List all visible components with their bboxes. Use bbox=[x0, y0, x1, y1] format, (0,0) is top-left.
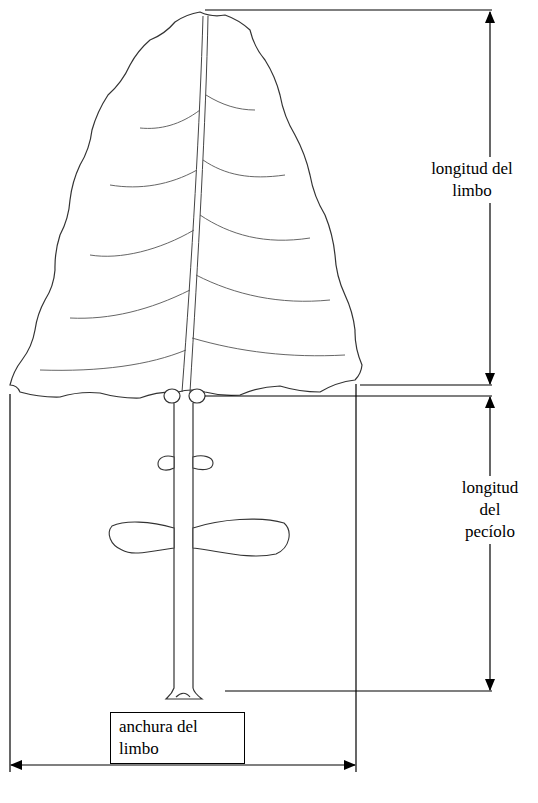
midrib bbox=[182, 16, 208, 392]
label-box: anchura del limbo bbox=[110, 712, 245, 764]
dimension-lines bbox=[10, 10, 492, 772]
box-text: anchura del limbo bbox=[119, 717, 198, 758]
leaf-veins bbox=[40, 95, 345, 370]
dimension-label: longitud del pecíolo bbox=[453, 476, 527, 544]
stipules bbox=[158, 456, 213, 470]
leaflets bbox=[109, 519, 289, 556]
dimension-label: longitud del limbo bbox=[415, 157, 529, 203]
leaf-blade bbox=[10, 12, 362, 398]
